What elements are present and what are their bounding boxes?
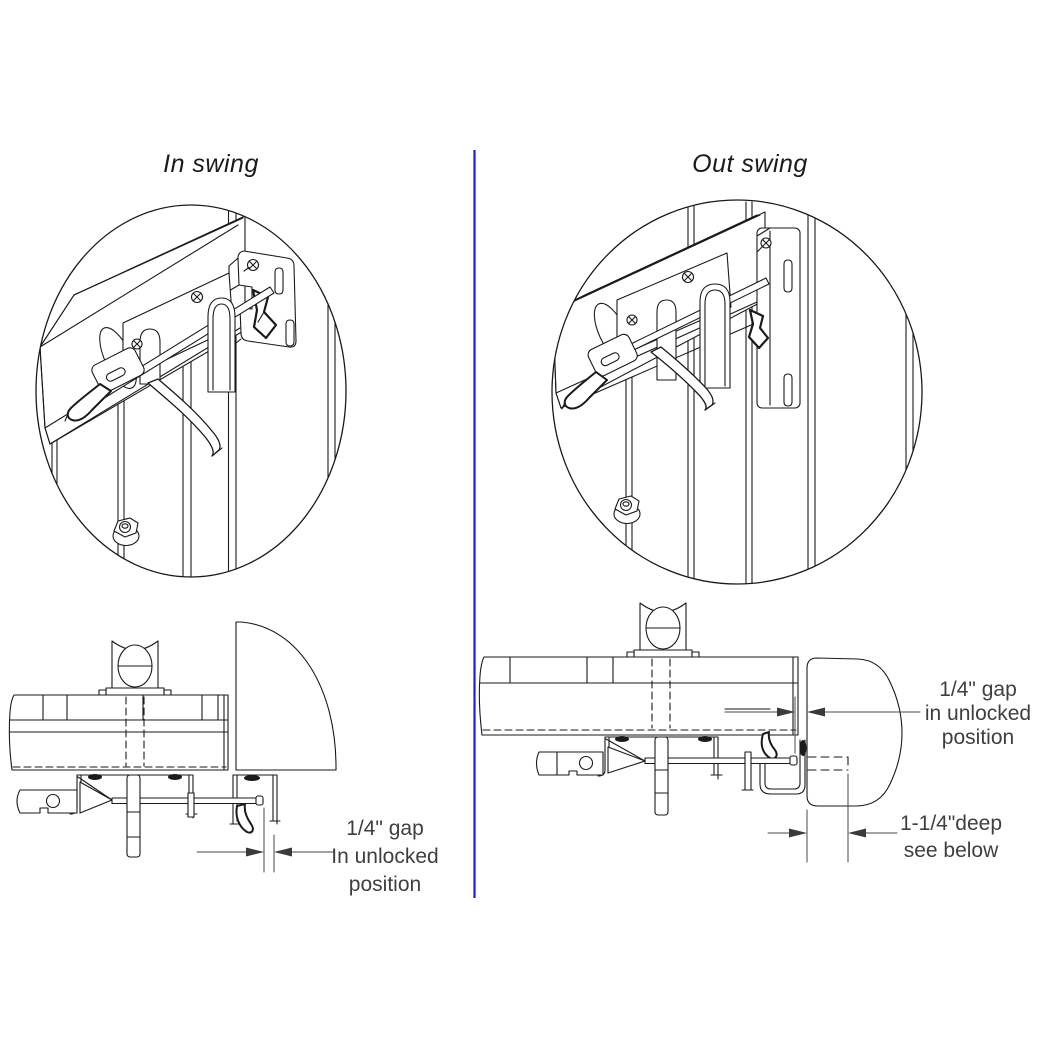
gap-note-line: position xyxy=(941,726,1015,749)
in-swing-detail-drawing xyxy=(35,204,347,578)
out-swing-detail-drawing xyxy=(551,199,923,585)
gate-rail-plan xyxy=(478,656,799,736)
handle-plate-slot xyxy=(105,367,126,382)
out-swing-title: Out swing xyxy=(692,150,808,178)
in-swing-detail-ellipse xyxy=(35,204,347,578)
keeper-flap xyxy=(760,731,778,760)
gap-note-line: position xyxy=(348,873,422,896)
handle-plate-slot xyxy=(600,352,620,367)
latch-wedge xyxy=(607,746,646,774)
in-swing-gap-note: 1/4" gap In unlocked position xyxy=(300,815,470,899)
receiver-channel xyxy=(756,227,801,409)
gap-note-line: 1/4" gap xyxy=(346,817,424,840)
keeper-flap xyxy=(235,803,254,834)
in-swing-title: In swing xyxy=(163,150,259,178)
rod-guide-arch xyxy=(207,297,236,393)
latch-mechanism-plan xyxy=(16,774,264,858)
handle-lever xyxy=(563,371,608,410)
mount-strap xyxy=(654,736,669,816)
striker-plate-slot xyxy=(285,319,295,347)
out-swing-plan-view xyxy=(478,602,921,863)
latch-wedge xyxy=(79,781,113,814)
depth-dimension xyxy=(767,773,898,863)
handle-lever xyxy=(66,383,112,422)
receiver-slot xyxy=(783,259,793,293)
gap-note-line: in unlocked xyxy=(924,702,1032,725)
rod-tip xyxy=(255,795,264,806)
depth-note-line: see below xyxy=(903,839,999,862)
out-swing-gap-note: 1/4" gap in unlocked position xyxy=(893,678,1052,750)
mount-strap xyxy=(126,774,141,858)
keeper-bracket xyxy=(759,731,807,795)
handle-hole xyxy=(45,793,61,809)
striker-plate-slot xyxy=(274,267,284,295)
gap-dimension-right xyxy=(724,696,921,754)
in-swing-plan-view xyxy=(8,621,337,873)
handle-hole xyxy=(578,755,594,771)
flange-nut xyxy=(613,495,641,525)
lock-cup-base xyxy=(633,649,693,658)
rod-tip xyxy=(789,755,798,766)
latch-mechanism-plan xyxy=(535,736,798,816)
out-swing-detail-ellipse xyxy=(551,199,923,585)
gap-note-line: In unlocked xyxy=(331,845,439,868)
gate-post-plan xyxy=(806,657,903,807)
out-swing-depth-note: 1-1/4"deep see below xyxy=(866,810,1036,864)
flange-nut xyxy=(112,517,140,547)
latch-hook xyxy=(747,308,770,350)
receiver-slot xyxy=(783,373,793,407)
gap-note-line: 1/4" gap xyxy=(939,678,1017,701)
depth-note-line: 1-1/4"deep xyxy=(899,812,1003,835)
gate-post-plan xyxy=(235,621,337,771)
gap-dimension-left xyxy=(196,807,334,873)
latch-hole-dashed xyxy=(807,756,849,771)
rod-guide-arch xyxy=(699,283,731,389)
gate-post-lines xyxy=(687,201,914,584)
gate-picket-lines xyxy=(625,376,633,584)
lock-cup-base xyxy=(105,687,165,696)
